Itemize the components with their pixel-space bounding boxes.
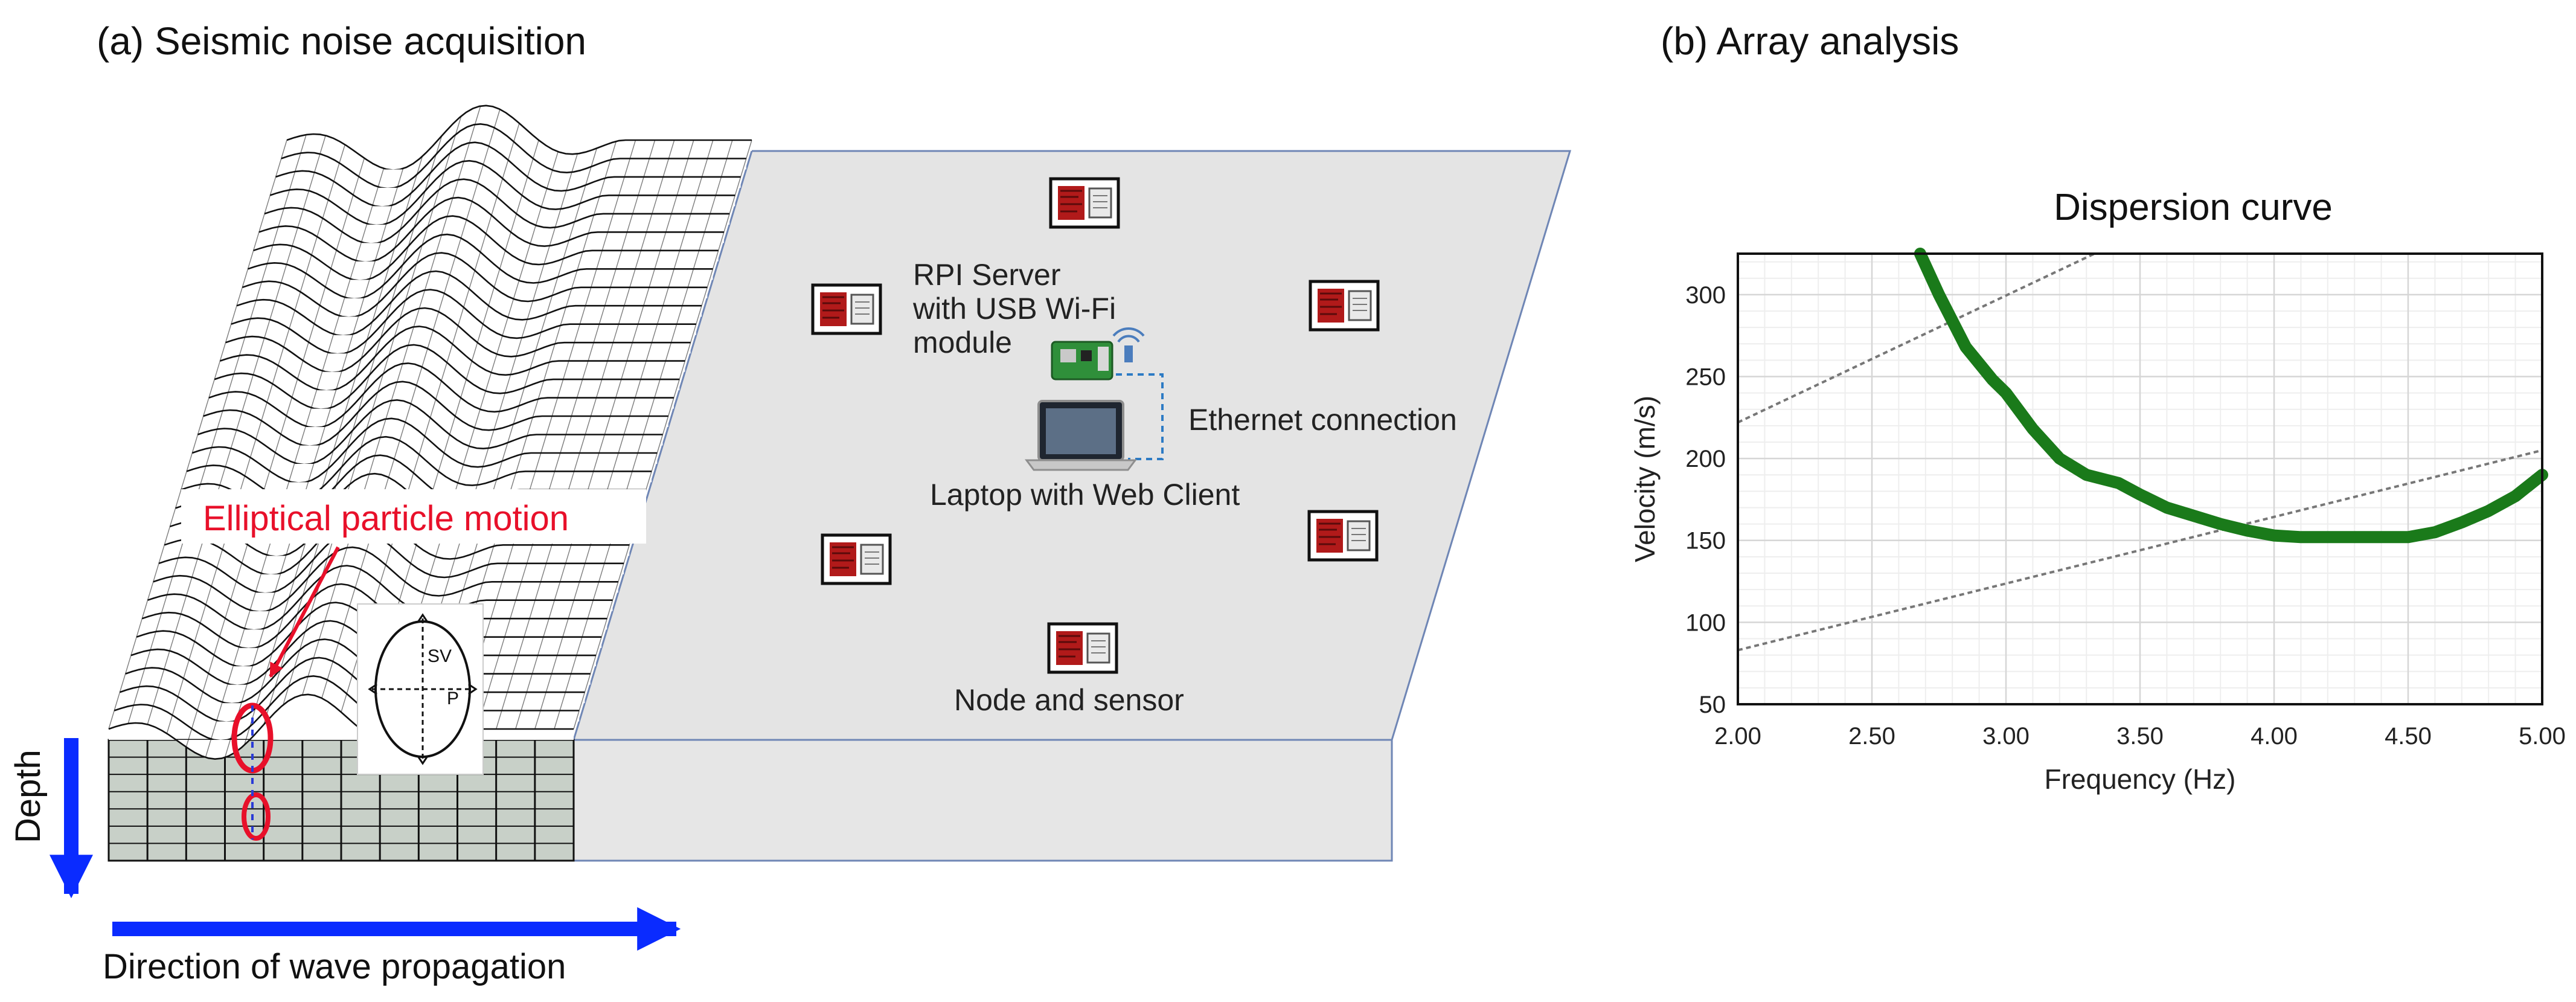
node-sensor-icon [1051, 179, 1118, 227]
x-tick-label: 3.00 [1982, 723, 2030, 750]
x-tick-label: 4.00 [2251, 723, 2298, 750]
x-tick-label: 3.50 [2116, 723, 2164, 750]
elliptical-pointer-arrow [269, 546, 340, 678]
ground-front-face [572, 739, 1393, 862]
y-tick-label: 50 [1699, 692, 1726, 718]
plot-frame [1737, 252, 2543, 705]
laptop-label: Laptop with Web Client [930, 478, 1240, 512]
node-sensor-icon [1309, 512, 1377, 560]
node-sensor-icon [1310, 281, 1378, 330]
wifi-icon [1112, 327, 1145, 362]
panel-b-array-analysis: (b) Array analysis Dispersion curve 2.00… [1629, 19, 2566, 795]
particle-motion-inset: SV P [357, 603, 484, 775]
direction-label: Direction of wave propagation [103, 947, 566, 986]
reference-lines [1737, 252, 2543, 652]
elliptical-label-bg [181, 489, 646, 544]
particle-ellipse-lower [242, 792, 271, 841]
y-tick-label: 100 [1685, 609, 1726, 636]
x-tick-label: 4.50 [2385, 723, 2432, 750]
panel-a-title: (a) Seismic noise acquisition [97, 19, 586, 63]
panel-a-acquisition: (a) Seismic noise acquisition RPI Server… [8, 19, 1572, 986]
panel-b-title: (b) Array analysis [1661, 19, 1959, 63]
sv-label: SV [428, 646, 452, 666]
node-sensor-label: Node and sensor [954, 683, 1184, 717]
laptop-icon [1025, 400, 1137, 471]
y-tick-label: 150 [1685, 528, 1726, 554]
node-sensor-icon [822, 535, 890, 583]
x-tick-label: 2.00 [1714, 723, 1761, 750]
x-tick-labels: 2.00 2.50 3.00 3.50 4.00 4.50 5.00 [1714, 723, 2566, 750]
ethernet-label: Ethernet connection [1188, 403, 1457, 437]
y-tick-labels: 50 100 150 200 250 300 [1685, 282, 1726, 718]
elliptical-motion-label: Elliptical particle motion [203, 499, 569, 538]
y-tick-label: 250 [1685, 364, 1726, 390]
y-axis-label: Velocity (m/s) [1629, 396, 1661, 562]
node-sensor-icon [813, 285, 880, 333]
reference-line [1737, 252, 2095, 424]
p-label: P [447, 689, 459, 708]
ethernet-link [1116, 373, 1164, 460]
y-tick-label: 300 [1685, 282, 1726, 309]
server-label-line-2: with USB Wi-Fi [912, 292, 1116, 326]
chart-grid [1737, 254, 2543, 705]
dispersion-series [1914, 248, 2548, 544]
y-tick-label: 200 [1685, 446, 1726, 472]
depth-label: Depth [8, 750, 48, 843]
chart-title: Dispersion curve [2054, 187, 2333, 228]
reference-line [1737, 449, 2543, 652]
server-label-line-1: RPI Server [913, 258, 1061, 292]
server-label-line-3: module [913, 326, 1012, 359]
x-tick-label: 2.50 [1848, 723, 1895, 750]
dispersion-curve-line [1914, 248, 2548, 544]
x-tick-label: 5.00 [2519, 723, 2566, 750]
raspberry-pi-icon [1051, 341, 1113, 381]
node-sensor-icon [1049, 624, 1117, 672]
x-axis-label: Frequency (Hz) [2045, 763, 2236, 795]
